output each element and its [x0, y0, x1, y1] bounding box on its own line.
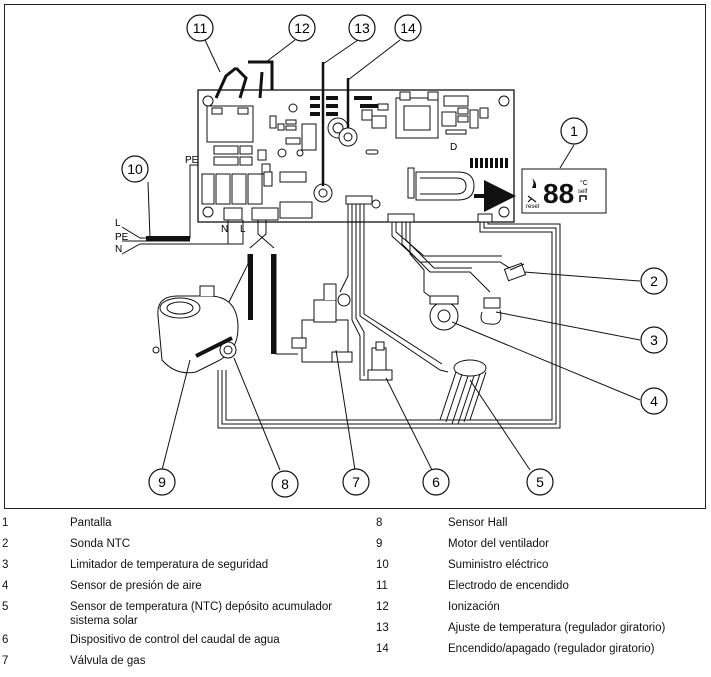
display-wrench-icon: [527, 195, 537, 203]
display-mode: self: [578, 189, 588, 195]
mains-label-n: N: [115, 244, 122, 255]
pin-header: [470, 158, 508, 168]
legend-text: Limitador de temperatura de seguridad: [70, 559, 269, 571]
legend-left: 1 Pantalla 2 Sonda NTC 3 Limitador de tempe…: [2, 517, 362, 677]
callout-12: 12: [288, 14, 316, 42]
svg-text:11: 11: [193, 20, 208, 36]
callout-13: 13: [348, 14, 376, 42]
svg-text:7: 7: [352, 474, 360, 490]
legend-number: 12: [376, 601, 389, 613]
legend-number: 7: [2, 655, 9, 667]
callout-5: 5: [526, 468, 554, 496]
legend-right: 8 Sensor Hall 9 Motor del ventilador 10 Sum…: [376, 517, 706, 677]
callout-6: 6: [422, 468, 450, 496]
callout-14: 14: [394, 14, 422, 42]
board-label-d: D: [450, 142, 457, 153]
board-label-n: N: [221, 224, 228, 235]
gas-valve: [291, 283, 353, 363]
svg-text:9: 9: [158, 474, 166, 490]
legend-number: 4: [2, 580, 9, 592]
legend-text: Encendido/apagado (regulador giratorio): [448, 643, 655, 655]
callout-11: 11: [186, 14, 214, 42]
air-pressure-sensor: [429, 295, 459, 331]
callout-4: 4: [640, 387, 668, 415]
legend-text: Sensor Hall: [448, 517, 508, 529]
svg-text:10: 10: [127, 161, 143, 177]
legend-text: Ajuste de temperatura (regulador girator…: [448, 622, 666, 634]
legend-text: Sensor de presión de aire: [70, 580, 202, 592]
display-tap-icon: [579, 195, 587, 202]
legend-text: Dispositivo de control del caudal de agu…: [70, 634, 280, 646]
svg-text:5: 5: [536, 474, 544, 490]
ignition-electrode-wires: [214, 60, 274, 99]
legend-text: Válvula de gas: [70, 655, 146, 667]
svg-text:4: 4: [650, 393, 658, 409]
svg-text:6: 6: [432, 474, 440, 490]
callout-3: 3: [640, 326, 668, 354]
callout-7: 7: [342, 468, 370, 496]
legend-number: 14: [376, 643, 389, 655]
control-board: [197, 89, 515, 223]
display-digits: 88: [543, 178, 574, 209]
mains-label-l: L: [115, 218, 121, 229]
legend-number: 8: [376, 517, 383, 529]
water-flow-sensor: [367, 341, 393, 381]
diagram-frame: [4, 4, 706, 509]
legend-number: 6: [2, 634, 9, 646]
legend-number: 2: [2, 538, 9, 550]
svg-text:1: 1: [570, 123, 578, 139]
legend-number: 9: [376, 538, 383, 550]
callout-2: 2: [640, 267, 668, 295]
legend-number: 3: [2, 559, 9, 571]
callout-10: 10: [121, 155, 149, 183]
display-unit: °C: [580, 179, 588, 187]
display-reset: reset: [526, 204, 540, 210]
legend-text: Ionización: [448, 601, 500, 613]
legend-text: Motor del ventilador: [448, 538, 549, 550]
callout-1: 1: [560, 117, 588, 145]
svg-text:13: 13: [354, 20, 370, 36]
board-label-pe: PE: [185, 155, 199, 166]
display-panel: 88 °C self reset: [474, 168, 607, 214]
mains-supply-cable: [121, 164, 244, 255]
legend-number: 10: [376, 559, 389, 571]
svg-text:14: 14: [400, 20, 416, 36]
callout-9: 9: [148, 468, 176, 496]
svg-text:8: 8: [281, 476, 289, 492]
legend-text: Electrodo de encendido: [448, 580, 569, 592]
svg-text:3: 3: [650, 332, 658, 348]
legend-text: Sonda NTC: [70, 538, 131, 550]
legend-number: 1: [2, 517, 9, 529]
wiring-diagram: PE N L D L PE N 88 °C self reset: [115, 14, 668, 498]
legend-number: 13: [376, 622, 389, 634]
legend-number: 11: [376, 580, 388, 592]
safety-limiter: [480, 297, 502, 325]
legend-number: 5: [2, 601, 9, 613]
legend-text: Suministro eléctrico: [448, 559, 549, 571]
svg-text:12: 12: [294, 20, 310, 36]
svg-text:2: 2: [650, 273, 658, 289]
callout-8: 8: [271, 470, 299, 498]
fan-motor: [152, 285, 239, 374]
display-flame-icon: [532, 178, 537, 188]
legend-text: Sensor de temperatura (NTC) depósito acu…: [70, 601, 333, 627]
legend-text: Pantalla: [70, 517, 112, 529]
leader-lines: [147, 39, 641, 471]
mains-label-pe: PE: [115, 232, 129, 243]
ntc-probe: [503, 262, 527, 282]
cable-harness: [209, 204, 561, 429]
solar-tank-ntc-sensor: [439, 359, 487, 425]
